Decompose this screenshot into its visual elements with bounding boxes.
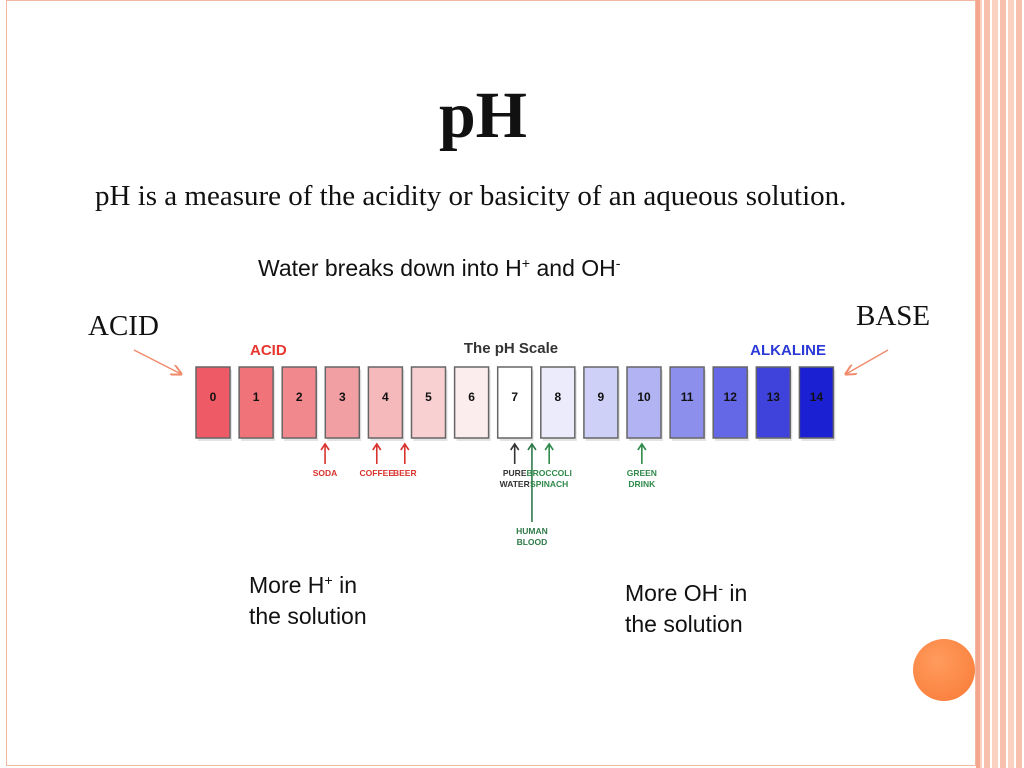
ph-box-1 bbox=[238, 366, 274, 439]
slide-title: pH bbox=[438, 79, 528, 152]
ph-box-3 bbox=[324, 366, 361, 439]
marker-arrowhead-pure bbox=[510, 442, 520, 451]
ph-box-label-0: 0 bbox=[210, 390, 217, 404]
ph-box-label-10: 10 bbox=[637, 390, 651, 404]
scale-acid-header: ACID bbox=[250, 342, 287, 359]
marker-label-human: HUMAN bbox=[516, 526, 548, 536]
ph-box-label-11: 11 bbox=[681, 390, 694, 404]
marker-label-beer: BEER bbox=[393, 468, 417, 478]
marker-label-spinach: SPINACH bbox=[530, 479, 568, 489]
base-label: BASE bbox=[856, 300, 931, 332]
ph-box-6 bbox=[453, 366, 490, 439]
ph-box-label-2: 2 bbox=[296, 390, 303, 404]
marker-arrowhead-coffee bbox=[372, 442, 382, 451]
ph-box-5 bbox=[410, 366, 447, 439]
scale-alkaline-header: ALKALINE bbox=[750, 342, 826, 359]
ph-box-label-14: 14 bbox=[810, 390, 824, 404]
ph-box-label-1: 1 bbox=[253, 390, 260, 404]
ph-box-13 bbox=[755, 366, 792, 439]
marker-label-pure: PURE bbox=[503, 468, 527, 478]
ph-box-label-3: 3 bbox=[339, 390, 346, 404]
marker-label-drink: DRINK bbox=[628, 479, 656, 489]
ph-box-11 bbox=[669, 366, 705, 439]
ph-box-label-6: 6 bbox=[468, 390, 475, 404]
acid-label: ACID bbox=[88, 310, 159, 342]
ph-box-10 bbox=[626, 366, 662, 439]
ph-box-label-12: 12 bbox=[724, 390, 738, 404]
scale-title: The pH Scale bbox=[464, 340, 558, 357]
ph-box-9 bbox=[583, 366, 619, 439]
marker-label-water: WATER bbox=[500, 479, 530, 489]
ph-box-label-7: 7 bbox=[511, 390, 518, 404]
ph-box-label-13: 13 bbox=[767, 390, 781, 404]
base-pointer-arrow bbox=[846, 349, 889, 374]
slide-frame bbox=[6, 0, 976, 766]
marker-label-coffee: COFFEE bbox=[360, 468, 395, 478]
ph-box-label-8: 8 bbox=[554, 390, 561, 404]
marker-label-green: GREEN bbox=[627, 468, 657, 478]
marker-arrowhead-human bbox=[527, 442, 537, 451]
slide-subtitle: pH is a measure of the acidity or basici… bbox=[95, 180, 847, 212]
acid-pointer-arrow bbox=[133, 349, 181, 374]
ph-box-14 bbox=[798, 366, 835, 439]
ph-box-4 bbox=[367, 366, 404, 439]
decorative-orb bbox=[913, 639, 975, 701]
marker-label-soda: SODA bbox=[313, 468, 338, 478]
marker-label-broccoli: BROCCOLI bbox=[527, 468, 572, 478]
marker-arrowhead-soda bbox=[320, 442, 330, 451]
decorative-stripes bbox=[976, 0, 1024, 768]
ph-box-label-9: 9 bbox=[598, 390, 605, 404]
marker-arrowhead-beer bbox=[400, 442, 410, 451]
ph-box-2 bbox=[281, 366, 317, 439]
water-note: Water breaks down into H+ and OH- bbox=[258, 255, 621, 281]
ph-box-8 bbox=[540, 366, 576, 439]
ph-box-label-4: 4 bbox=[382, 390, 389, 404]
ph-box-12 bbox=[712, 366, 748, 439]
ph-box-label-5: 5 bbox=[425, 390, 432, 404]
marker-label-blood: BLOOD bbox=[517, 537, 548, 547]
ph-box-7 bbox=[496, 366, 533, 439]
ph-box-0 bbox=[195, 366, 231, 439]
marker-arrowhead-green bbox=[637, 442, 647, 451]
marker-arrowhead-broccoli bbox=[544, 442, 554, 451]
